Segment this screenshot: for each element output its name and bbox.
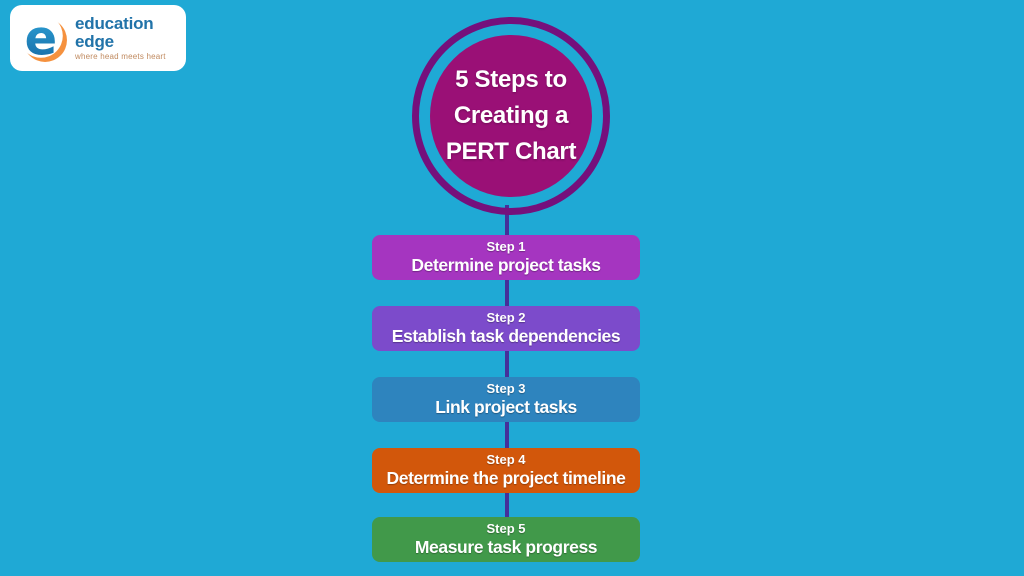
logo-tagline: where head meets heart <box>75 52 166 61</box>
step-1-label: Step 1 <box>486 239 526 255</box>
step-2-title: Establish task dependencies <box>391 325 621 346</box>
title-line-2: Creating a <box>453 102 569 129</box>
title-circle-ring <box>412 17 610 215</box>
logo-word-edge: edge <box>75 32 114 51</box>
step-1-title: Determine project tasks <box>411 254 601 275</box>
step-2-label: Step 2 <box>486 310 526 326</box>
connector-line <box>505 205 509 538</box>
step-5-box: Step 5 Measure task progress <box>372 517 640 562</box>
logo-word-education: education <box>75 14 154 33</box>
logo-wordmark: education edge where head meets heart <box>75 15 166 61</box>
step-4-label: Step 4 <box>486 452 526 468</box>
logo-e-icon: e <box>19 13 67 63</box>
step-1-box: Step 1 Determine project tasks <box>372 235 640 280</box>
step-3-box: Step 3 Link project tasks <box>372 377 640 422</box>
title-circle: 5 Steps to Creating a PERT Chart <box>430 35 592 197</box>
svg-text:e: e <box>25 13 58 63</box>
step-5-label: Step 5 <box>486 521 526 537</box>
title-line-1: 5 Steps to <box>455 66 567 93</box>
step-4-title: Determine the project timeline <box>386 467 626 488</box>
education-edge-logo: e education edge where head meets heart <box>10 5 186 71</box>
step-4-box: Step 4 Determine the project timeline <box>372 448 640 493</box>
title-line-3: PERT Chart <box>445 138 577 165</box>
step-3-title: Link project tasks <box>435 396 577 417</box>
step-3-label: Step 3 <box>486 381 526 397</box>
step-5-title: Measure task progress <box>414 536 598 557</box>
step-2-box: Step 2 Establish task dependencies <box>372 306 640 351</box>
